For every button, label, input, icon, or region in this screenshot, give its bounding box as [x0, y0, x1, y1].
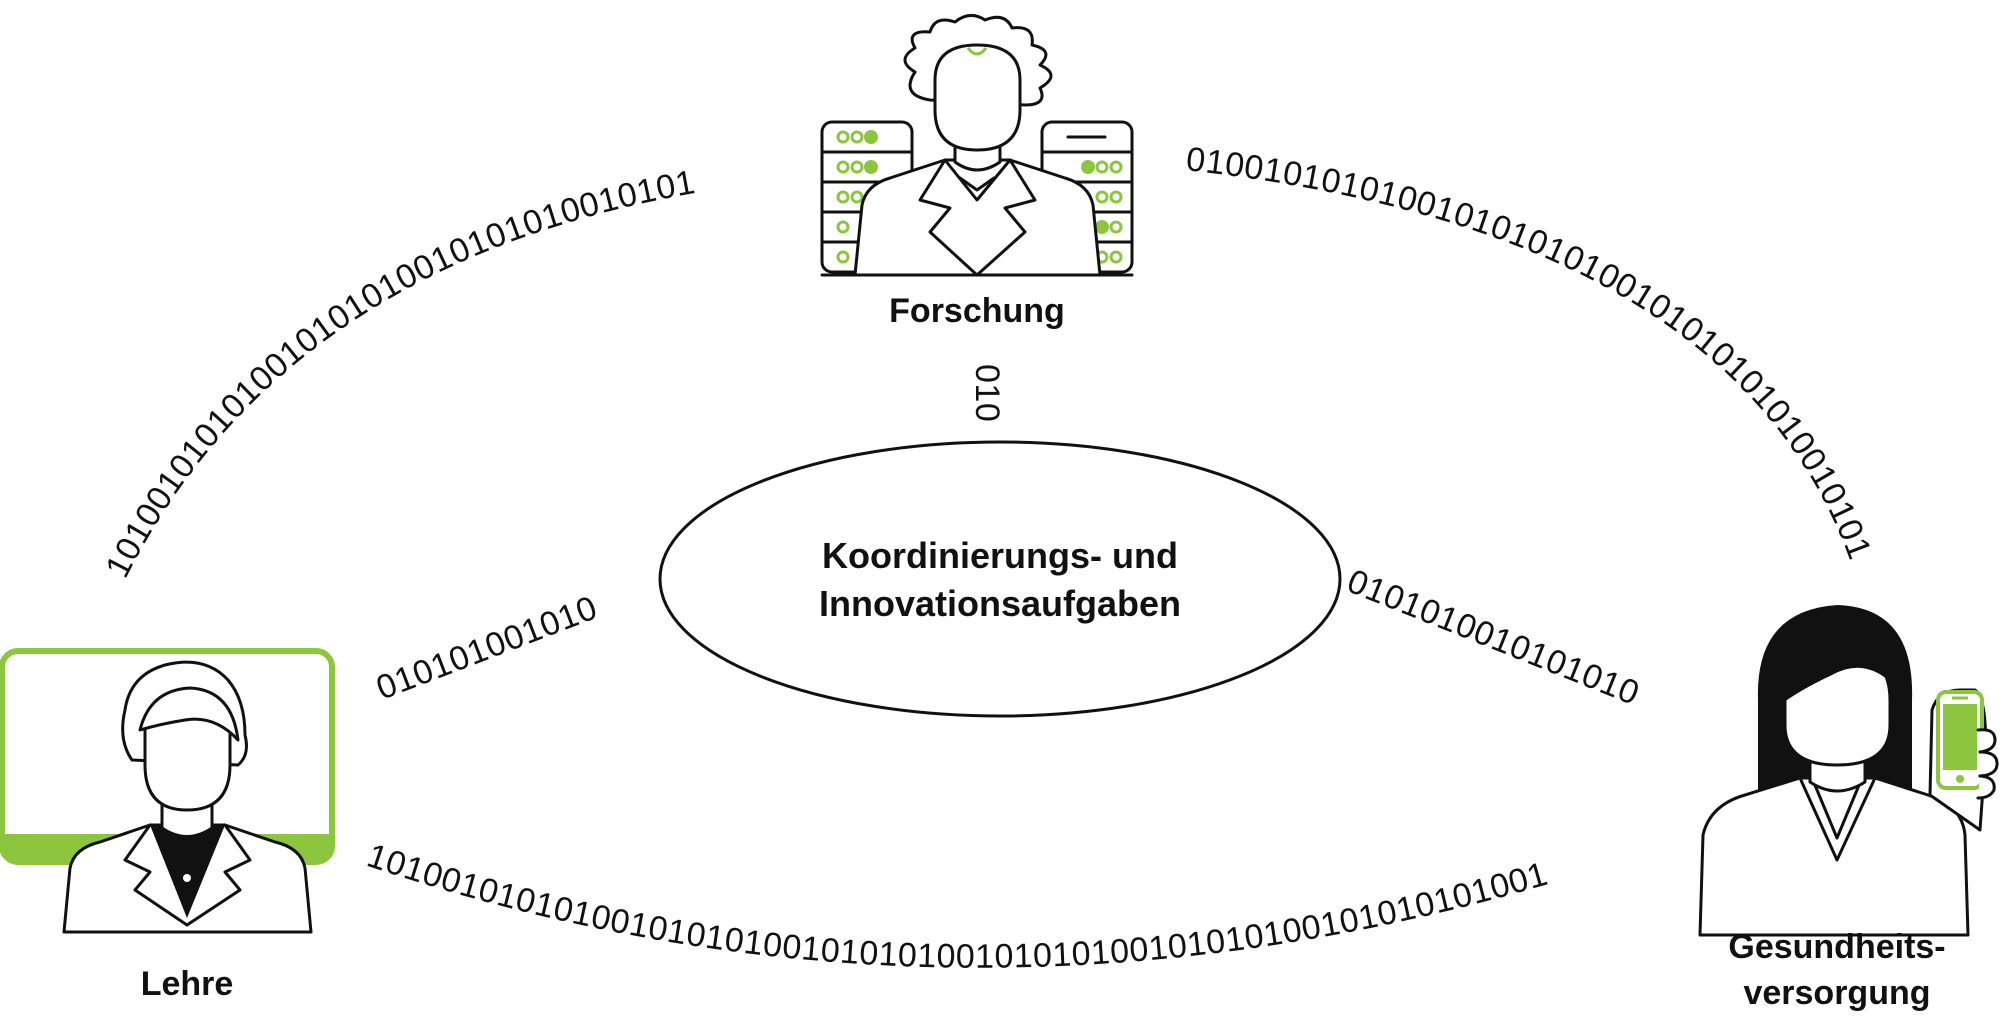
- center-ellipse: [658, 440, 1342, 718]
- node-label-forschung: Forschung: [889, 292, 1065, 330]
- binary-stub-right: 0101010010101010: [1342, 562, 1645, 713]
- researcher-server-icon: [820, 14, 1134, 277]
- binary-stub-top: 010: [968, 364, 1006, 422]
- binary-arc-bottom: 1010010101010010101010010101010010101010…: [363, 837, 1552, 976]
- binary-arc-left: 1010010101010010101010010101010010101: [98, 163, 698, 583]
- teacher-screen-icon: [0, 648, 335, 934]
- woman-smartphone-icon: [1698, 605, 1999, 937]
- center-label-line1: Koordinierungs- und: [822, 535, 1178, 576]
- node-label-gesundheit-line2: versorgung: [1743, 974, 1930, 1012]
- node-label-lehre: Lehre: [141, 965, 234, 1003]
- node-label-gesundheit-line1: Gesundheits-: [1728, 928, 1945, 966]
- center-label-line2: Innovationsaufgaben: [819, 583, 1181, 624]
- binary-stub-left: 010101001010: [371, 589, 602, 708]
